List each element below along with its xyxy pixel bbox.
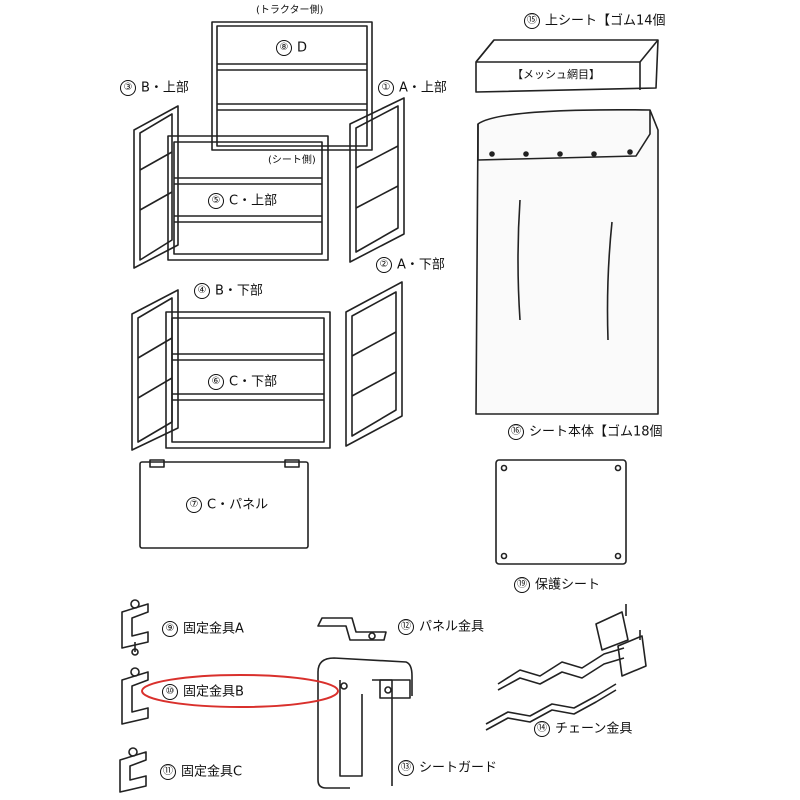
part-number: ⑦ xyxy=(186,497,202,513)
part-c-lower-frame xyxy=(165,311,331,449)
part-number: ⑧ xyxy=(276,40,292,56)
label-sheet-body: ⑯ シート本体【ゴム18個 xyxy=(508,424,663,440)
label-b-upper: ③ B・上部 xyxy=(120,80,189,96)
part-name: D xyxy=(297,40,308,56)
label-bracket-c: ⑪ 固定金具C xyxy=(160,764,242,780)
part-number: ① xyxy=(378,80,394,96)
label-sheet-guard: ⑬ シートガード xyxy=(398,760,497,776)
label-bracket-b: ⑩ 固定金具B xyxy=(162,684,244,700)
part-number: ② xyxy=(376,257,392,273)
part-b-upper-frame xyxy=(133,105,179,269)
panel-bracket-icon xyxy=(317,617,387,641)
part-sheet-body xyxy=(475,108,659,415)
bracket-b-icon xyxy=(121,667,149,725)
label-a-lower: ② A・下部 xyxy=(376,257,445,273)
label-b-lower: ④ B・下部 xyxy=(194,283,263,299)
label-chain-bracket: ⑭ チェーン金具 xyxy=(534,721,632,737)
part-number: ⑩ xyxy=(162,684,178,700)
part-name: C・上部 xyxy=(229,193,278,209)
part-number: ⑬ xyxy=(398,760,414,776)
part-number: ⑲ xyxy=(514,577,530,593)
part-name: C・パネル xyxy=(207,497,269,513)
part-number: ⑥ xyxy=(208,374,224,390)
part-name: 保護シート xyxy=(535,577,601,593)
part-number: ⑫ xyxy=(398,619,414,635)
part-name: A・下部 xyxy=(397,257,445,273)
label-c-panel: ⑦ C・パネル xyxy=(186,497,268,513)
seat-side-note: (シート側) xyxy=(268,155,316,166)
part-name: 固定金具C xyxy=(181,764,243,780)
part-number: ③ xyxy=(120,80,136,96)
part-number: ⑨ xyxy=(162,621,178,637)
part-name: シートガード xyxy=(419,760,498,776)
part-a-lower-frame xyxy=(345,281,403,447)
part-name: A・上部 xyxy=(399,80,447,96)
mesh-note: 【メッシュ網目】 xyxy=(512,68,600,81)
highlight-ellipse xyxy=(141,674,339,708)
sheet-guard-icon xyxy=(317,657,413,789)
part-name: パネル金具 xyxy=(419,619,485,635)
part-protective-sheet xyxy=(495,459,627,565)
chain-bracket-icon xyxy=(485,604,647,731)
part-c-upper-frame xyxy=(167,135,329,261)
part-upper-sheet xyxy=(475,39,659,93)
label-bracket-a: ⑨ 固定金具A xyxy=(162,621,244,637)
part-name: C・下部 xyxy=(229,374,278,390)
part-name: シート本体【ゴム18個 xyxy=(529,424,663,440)
bracket-c-icon xyxy=(119,747,147,793)
part-number: ⑭ xyxy=(534,721,550,737)
part-name: 固定金具B xyxy=(183,684,244,700)
part-c-panel xyxy=(139,459,309,549)
label-protective-sheet: ⑲ 保護シート xyxy=(514,577,600,593)
part-b-lower-frame xyxy=(131,289,179,451)
part-a-upper-frame xyxy=(349,97,405,263)
part-number: ⑤ xyxy=(208,193,224,209)
label-c-upper: ⑤ C・上部 xyxy=(208,193,277,209)
part-number: ⑪ xyxy=(160,764,176,780)
part-d-frame xyxy=(211,21,373,151)
label-c-lower: ⑥ C・下部 xyxy=(208,374,277,390)
tractor-side-note: (トラクター側) xyxy=(256,5,324,16)
part-number: ⑯ xyxy=(508,424,524,440)
label-panel-bracket: ⑫ パネル金具 xyxy=(398,619,484,635)
label-upper-sheet: ⑮ 上シート【ゴム14個 xyxy=(524,13,666,29)
label-a-upper: ① A・上部 xyxy=(378,80,447,96)
part-name: 固定金具A xyxy=(183,621,244,637)
part-name: チェーン金具 xyxy=(555,721,633,737)
part-name: 上シート【ゴム14個 xyxy=(545,13,666,29)
part-number: ⑮ xyxy=(524,13,540,29)
bracket-a-icon xyxy=(121,599,149,656)
part-name: B・上部 xyxy=(141,80,189,96)
part-name: B・下部 xyxy=(215,283,263,299)
part-number: ④ xyxy=(194,283,210,299)
